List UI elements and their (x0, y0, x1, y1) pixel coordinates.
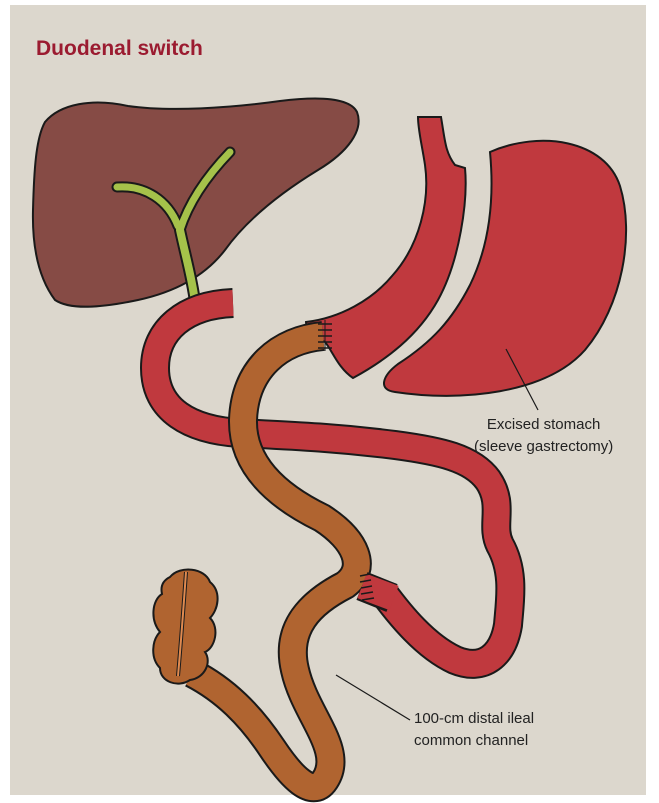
alimentary-limb (192, 336, 357, 787)
diagram-title: Duodenal switch (36, 37, 203, 61)
common-channel-label: 100-cm distal ileal common channel (414, 708, 534, 752)
common-channel-label-line-1: 100-cm distal ileal (414, 708, 534, 730)
ileal-anastomosis-limb (362, 586, 394, 598)
excised-stomach-label: Excised stomach (sleeve gastrectomy) (474, 414, 613, 458)
channel-leader-line (336, 675, 410, 720)
excised-stomach-label-line-1: Excised stomach (474, 414, 613, 436)
common-channel-label-line-2: common channel (414, 730, 534, 752)
excised-stomach-label-line-2: (sleeve gastrectomy) (474, 436, 613, 458)
